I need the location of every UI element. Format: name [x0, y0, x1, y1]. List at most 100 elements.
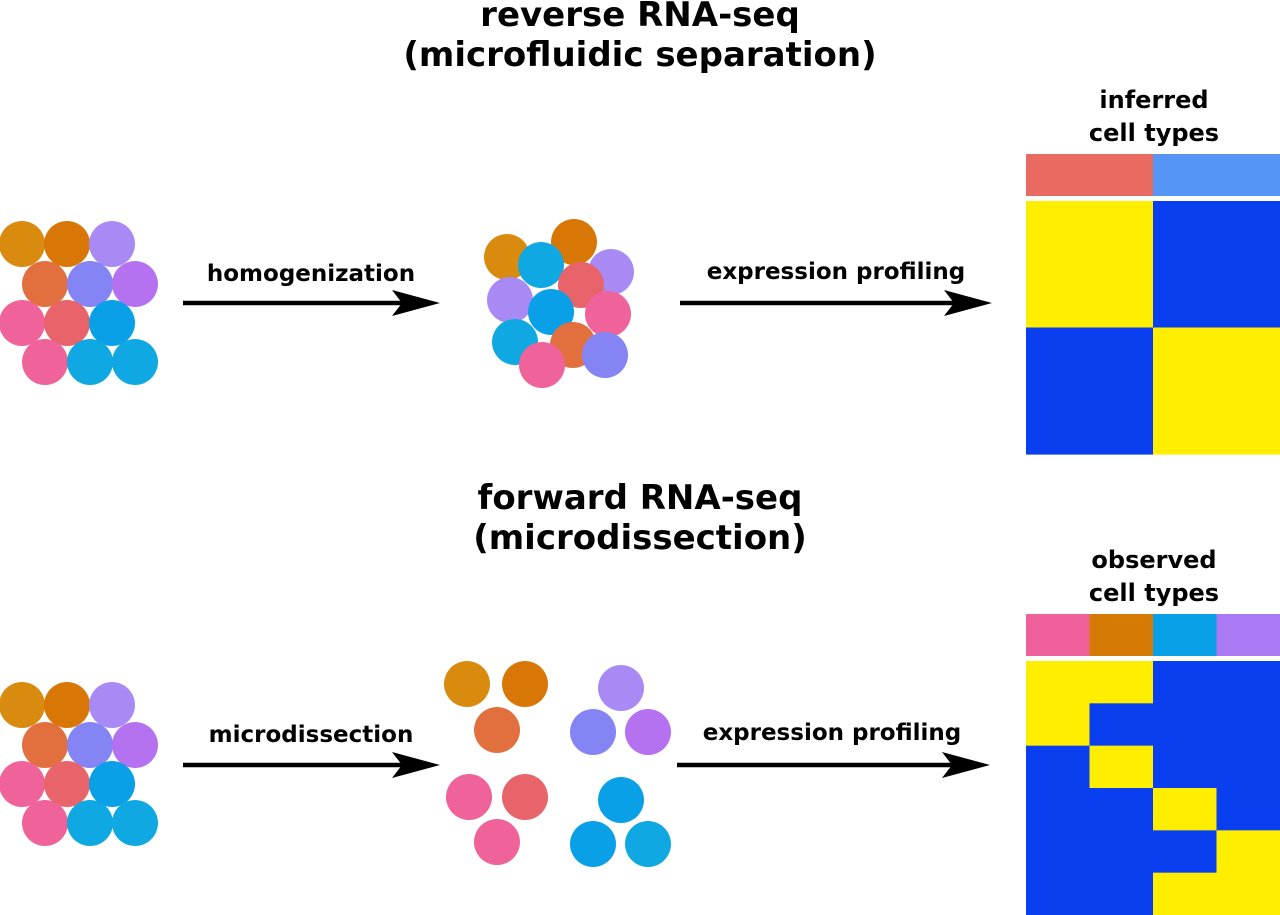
cell — [89, 761, 135, 807]
cell-type-swatch — [1153, 154, 1280, 196]
cell — [22, 722, 68, 768]
cell — [89, 300, 135, 346]
heatmap-cell — [1026, 703, 1091, 747]
cell — [22, 339, 68, 385]
arrow-head — [392, 752, 440, 778]
cell — [518, 242, 564, 288]
reverse-title-line1: reverse RNA-seq — [480, 0, 800, 35]
dissected-group-blue — [570, 777, 671, 867]
heatmap-cell — [1153, 830, 1218, 874]
inferred-title-line2: cell types — [1088, 119, 1220, 147]
cell — [22, 261, 68, 307]
cell-type-swatch — [1153, 614, 1218, 656]
heatmap-cell — [1216, 788, 1280, 831]
cell — [44, 682, 90, 728]
cell-type-swatch — [1026, 154, 1154, 196]
process-arrows — [183, 290, 992, 778]
observed-title-line2: cell types — [1088, 579, 1220, 607]
cell — [44, 221, 90, 267]
cell — [598, 777, 644, 823]
cell — [44, 761, 90, 807]
cell — [67, 722, 113, 768]
cell — [444, 661, 490, 707]
homogenization-arrow — [183, 290, 440, 316]
heatmap-cell — [1026, 661, 1091, 704]
heatmap-cell — [1089, 872, 1154, 915]
heatmap-cell — [1216, 661, 1280, 704]
forward-tissue-cluster — [0, 682, 158, 846]
cell — [519, 342, 565, 388]
cell — [0, 682, 45, 728]
cell-type-swatch — [1216, 614, 1280, 656]
heatmap-cell — [1153, 872, 1218, 915]
inferred-expression-matrix — [1026, 154, 1280, 455]
heatmap-cell — [1216, 872, 1280, 915]
heatmap-cell — [1153, 661, 1218, 704]
cell — [502, 661, 548, 707]
forward-expression-profiling-label: expression profiling — [702, 720, 962, 746]
cell — [0, 221, 45, 267]
cell-type-swatch — [1026, 614, 1091, 656]
cell — [487, 277, 533, 323]
forward-title-line1: forward RNA-seq — [477, 478, 803, 518]
reverse-rnaseq-title: reverse RNA-seq (microfluidic separation… — [0, 0, 1280, 75]
cell — [112, 800, 158, 846]
microdissection-arrow — [183, 752, 440, 778]
heatmap-cell — [1216, 745, 1280, 789]
cell-clusters — [0, 219, 671, 867]
cell — [67, 261, 113, 307]
heatmap-cell — [1089, 830, 1154, 874]
arrow-head — [944, 290, 992, 316]
cell — [528, 289, 574, 335]
cell — [44, 300, 90, 346]
heatmap-cell — [1026, 872, 1091, 915]
heatmap-cell — [1153, 745, 1218, 789]
cell — [112, 722, 158, 768]
cell — [570, 821, 616, 867]
heatmap-cell — [1026, 745, 1091, 789]
heatmap-cell — [1089, 661, 1154, 704]
reverse-tissue-cluster — [0, 221, 158, 385]
cell — [474, 707, 520, 753]
cell — [502, 774, 548, 820]
heatmap-cell — [1153, 703, 1218, 747]
reverse-profiling-arrow — [680, 290, 992, 316]
cell — [446, 774, 492, 820]
heatmap-cell — [1026, 788, 1091, 831]
inferred-title-line1: inferred — [1099, 86, 1209, 114]
cell — [598, 665, 644, 711]
cell — [112, 261, 158, 307]
homogenized-cell-mix — [484, 219, 634, 388]
cell — [0, 300, 45, 346]
forward-title-line2: (microdissection) — [473, 518, 807, 558]
expression-matrices — [1026, 154, 1280, 915]
cell — [570, 709, 616, 755]
cell — [89, 221, 135, 267]
heatmap-cell — [1216, 703, 1280, 747]
reverse-expression-profiling-label: expression profiling — [706, 259, 966, 285]
cell — [558, 262, 604, 308]
heatmap-cell — [1153, 201, 1280, 329]
arrow-head — [942, 752, 990, 778]
arrow-head — [392, 290, 440, 316]
cell — [89, 682, 135, 728]
cell — [625, 821, 671, 867]
dissected-group-pink — [446, 774, 548, 865]
cell — [67, 800, 113, 846]
heatmap-cell — [1026, 327, 1154, 455]
reverse-title-line2: (microfluidic separation) — [403, 35, 877, 75]
cell — [582, 332, 628, 378]
cell-type-swatch — [1089, 614, 1154, 656]
heatmap-cell — [1089, 745, 1154, 789]
forward-rnaseq-title: forward RNA-seq (microdissection) — [0, 478, 1280, 558]
observed-title-line1: observed — [1091, 546, 1217, 574]
cell — [625, 709, 671, 755]
cell — [22, 800, 68, 846]
heatmap-cell — [1026, 201, 1154, 329]
dissected-group-orange — [444, 661, 548, 753]
cell — [551, 219, 597, 265]
forward-profiling-arrow — [677, 752, 990, 778]
dissected-group-purple — [570, 665, 671, 755]
heatmap-cell — [1089, 703, 1154, 747]
observed-expression-matrix — [1026, 614, 1280, 915]
